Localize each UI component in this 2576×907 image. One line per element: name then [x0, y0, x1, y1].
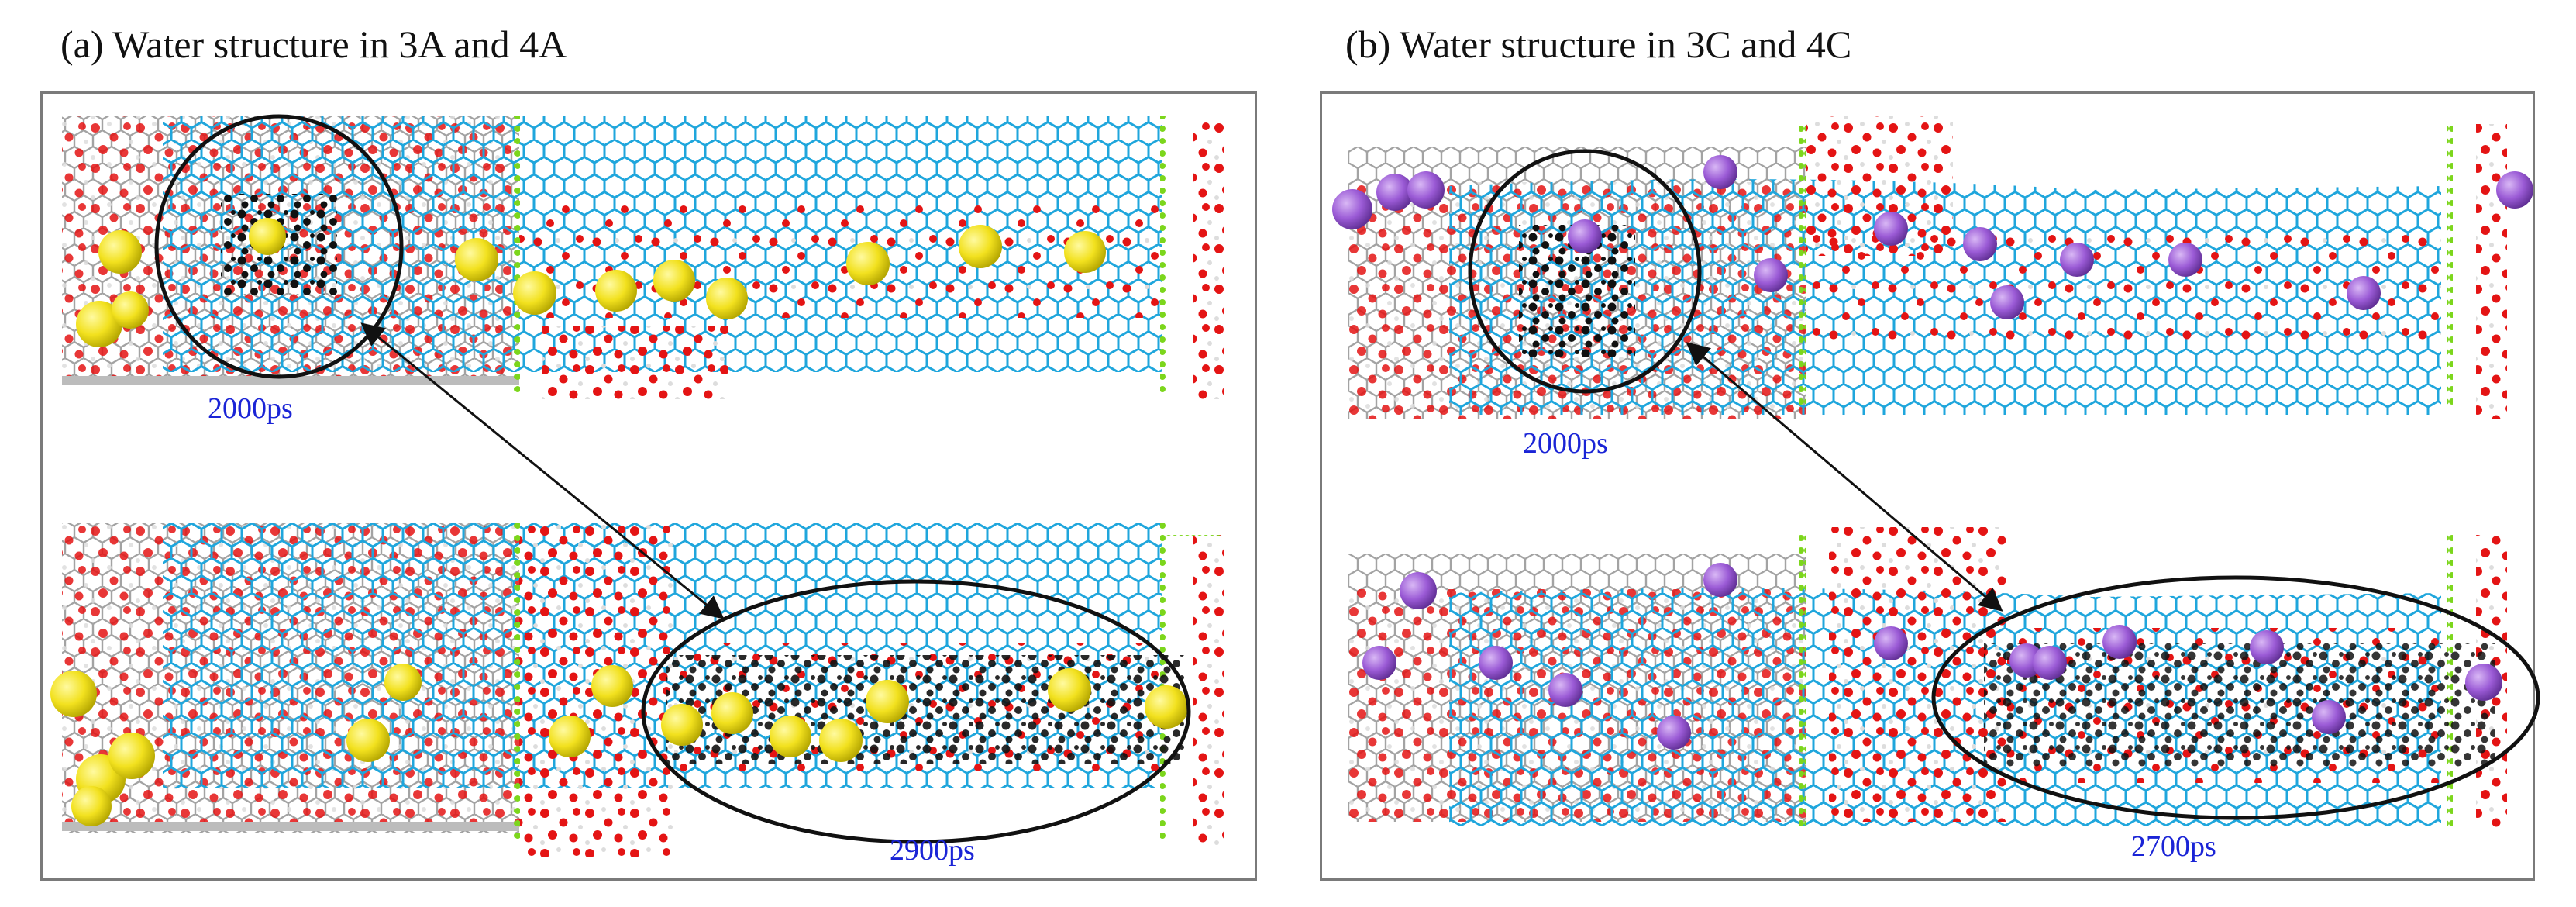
boundary-marker	[1799, 124, 1806, 411]
panel-b-title: (b) Water structure in 3C and 4C	[1345, 22, 1852, 66]
boundary-marker	[1160, 116, 1166, 395]
time-label-a-top: 2000ps	[208, 392, 293, 425]
panel-a-bottom-snapshot	[50, 523, 1224, 857]
water-right-reservoir	[1193, 120, 1224, 399]
time-label-a-bottom: 2900ps	[890, 834, 975, 867]
highlighted-water-chain	[666, 655, 1186, 764]
boundary-marker	[1799, 535, 1806, 829]
boundary-marker	[2447, 124, 2453, 411]
graphene-edge	[62, 822, 519, 831]
time-label-b-bottom: 2700ps	[2131, 830, 2216, 863]
boundary-marker	[1162, 529, 1221, 536]
highlighted-water-chain	[1984, 643, 2495, 767]
water-column-middle	[1829, 527, 2007, 822]
panel-a-top-snapshot	[62, 114, 1224, 399]
water-below-tube	[542, 326, 728, 399]
anion-spheres	[76, 218, 1106, 347]
water-right-reservoir	[2476, 124, 2507, 419]
panel-a-title: (a) Water structure in 3A and 4A	[60, 22, 567, 66]
panel-b-bottom-snapshot	[1348, 527, 2540, 829]
highlight-ellipse	[641, 579, 1191, 844]
correspondence-arrow	[360, 322, 725, 619]
boundary-marker	[514, 523, 520, 841]
time-label-b-top: 2000ps	[1523, 427, 1608, 460]
water-right-reservoir	[1193, 535, 1224, 845]
anion-spheres	[50, 664, 1188, 826]
correspondence-arrow	[1686, 342, 2003, 612]
highlight-ellipse	[1931, 575, 2540, 820]
panel-b-top-snapshot	[1332, 116, 2533, 419]
water-in-tube	[1806, 233, 2441, 341]
cation-spheres	[1332, 155, 2533, 319]
highlight-circle	[154, 114, 404, 379]
highlight-circle	[1468, 149, 1702, 394]
boundary-marker	[514, 116, 520, 395]
